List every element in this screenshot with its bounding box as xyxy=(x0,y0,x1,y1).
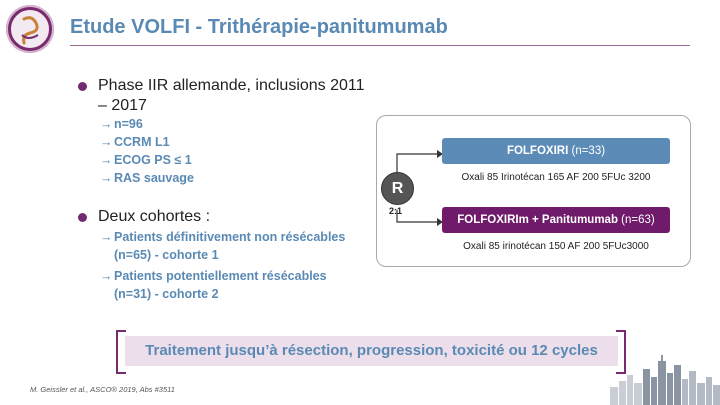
sub-item-continued: (n=31) - cohorte 2 xyxy=(114,287,219,301)
arm-count: (n=63) xyxy=(621,214,655,226)
sub-item: →CCRM L1 xyxy=(100,135,170,149)
round-bullet-icon xyxy=(78,82,87,91)
citation: M. Geissler et al., ASCO® 2019, Abs #351… xyxy=(30,385,175,394)
arm-dose: Oxali 85 irinotécan 150 AF 200 5FUc3000 xyxy=(463,241,649,252)
bullet-text-line: Phase IIR allemande, inclusions 2011 xyxy=(98,77,365,94)
right-arrow-icon: → xyxy=(100,230,113,244)
randomization-ratio: 2:1 xyxy=(389,206,403,216)
right-arrow-icon: → xyxy=(100,135,113,149)
arm-name: FOLFOXIRI xyxy=(506,145,569,157)
bullet-text-line: Deux cohortes : xyxy=(98,208,211,225)
city-skyline-image xyxy=(610,355,720,405)
right-arrow-icon: → xyxy=(100,269,113,283)
sub-item: →RAS sauvage xyxy=(100,171,194,185)
bullet-text-line: – 2017 xyxy=(98,97,147,114)
treatment-banner: Traitement jusqu’à résection, progressio… xyxy=(125,336,618,366)
sub-item-continued: (n=65) - cohorte 1 xyxy=(114,248,219,262)
sub-item: →ECOG PS ≤ 1 xyxy=(100,153,192,167)
randomization-badge: R xyxy=(381,172,414,205)
society-logo-icon xyxy=(6,5,54,53)
page-title: Etude VOLFI - Trithérapie-panitumumab xyxy=(70,16,448,38)
right-arrow-icon: → xyxy=(100,117,113,131)
banner-bracket-right xyxy=(616,330,626,374)
right-arrow-icon: → xyxy=(100,171,113,185)
arm-name: FOLFOXIRIm + Panitumumab xyxy=(457,214,618,226)
arm-folfoxiri: FOLFOXIRI (n=33) xyxy=(442,138,670,164)
arm-dose: Oxali 85 Irinotécan 165 AF 200 5FUc 3200 xyxy=(461,172,651,183)
arm-folfoxirim-panitumumab: FOLFOXIRIm + Panitumumab (n=63) xyxy=(442,207,670,233)
sub-item: →Patients définitivement non résécables xyxy=(100,230,346,244)
sub-item: →n=96 xyxy=(100,117,143,131)
round-bullet-icon xyxy=(78,213,87,222)
right-arrow-icon: → xyxy=(100,153,113,167)
title-divider xyxy=(70,45,690,46)
sub-item: →Patients potentiellement résécables xyxy=(100,269,327,283)
banner-bracket-left xyxy=(116,330,126,374)
arm-count: (n=33) xyxy=(571,145,606,157)
